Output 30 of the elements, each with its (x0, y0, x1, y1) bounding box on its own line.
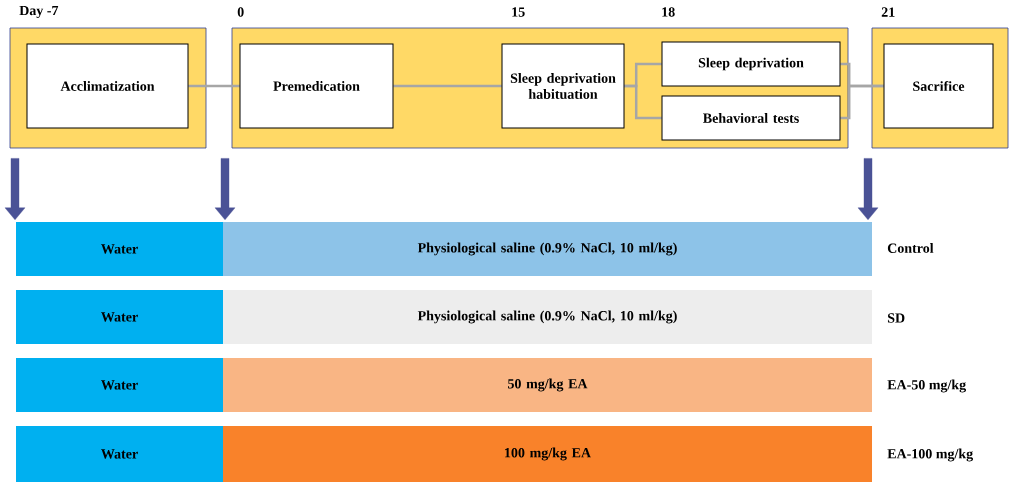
day-label: Day -7 (19, 5, 59, 19)
group-label: EA-50 mg/kg (887, 379, 966, 393)
day-label: 0 (237, 7, 244, 17)
connector-line (188, 84, 240, 88)
stage-box: Sleep deprivation habituation (501, 43, 625, 129)
day-label: 15 (512, 7, 525, 17)
connector-line (624, 84, 662, 120)
arrow (4, 158, 26, 220)
treatment-bar: Water (16, 222, 223, 276)
treatment-bar: Physiological saline (0.9% NaCl, 10 ml/kg) (223, 290, 872, 344)
group-label: EA-100 mg/kg (887, 448, 973, 462)
stage-box: Sacrifice (883, 43, 994, 129)
group-label: Control (887, 243, 934, 253)
treatment-bar: 50 mg/kg EA (223, 358, 872, 412)
stage-box: Sleep deprivation (661, 41, 841, 87)
connector-line (840, 84, 884, 120)
treatment-bar: Water (16, 426, 223, 482)
stage-box: Premedication (239, 43, 394, 129)
day-label: 18 (662, 7, 675, 17)
stage-box: Behavioral tests (661, 95, 841, 141)
day-label: 21 (881, 7, 895, 17)
connector-line (393, 84, 502, 88)
stage-box: Acclimatization (26, 43, 189, 129)
group-label: SD (887, 313, 905, 323)
arrow (857, 158, 879, 220)
treatment-bar: Water (16, 290, 223, 344)
treatment-bar: Water (16, 358, 223, 412)
treatment-bar: 100 mg/kg EA (223, 426, 872, 482)
arrow (214, 158, 236, 220)
treatment-bar: Physiological saline (0.9% NaCl, 10 ml/kg) (223, 222, 872, 276)
